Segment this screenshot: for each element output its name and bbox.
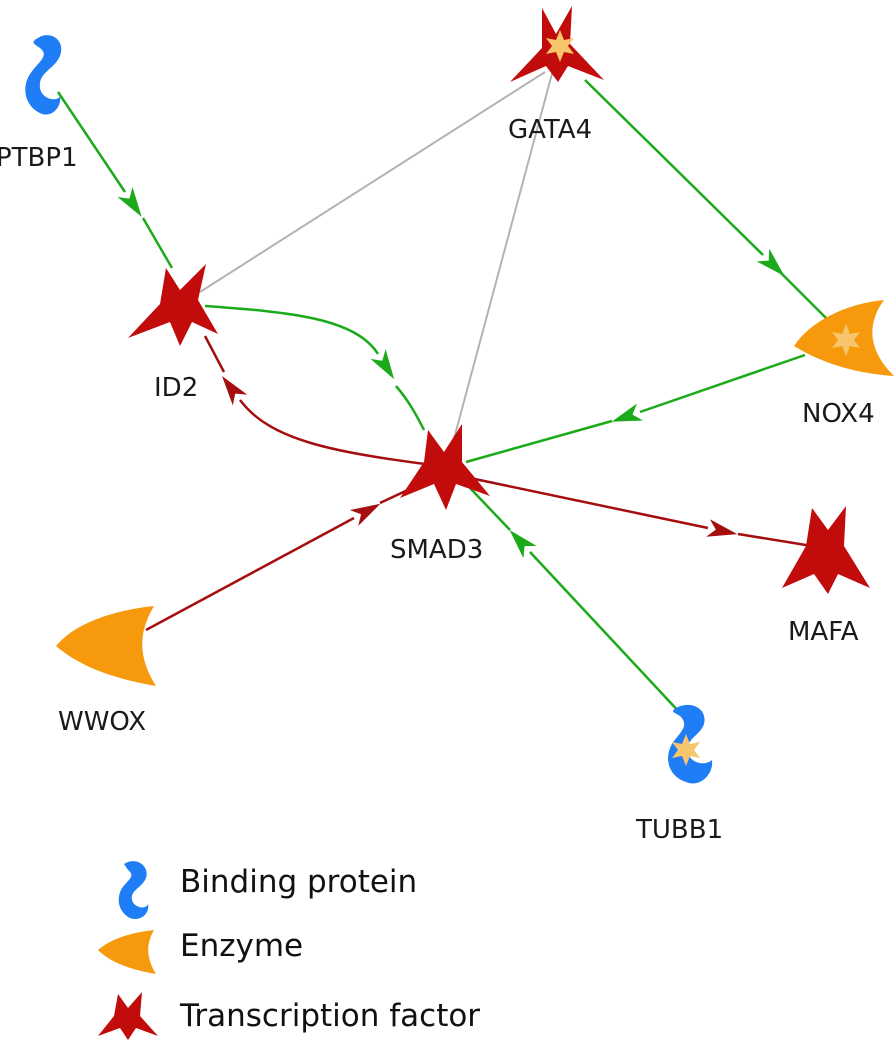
highlight-star-icon [546,30,574,62]
binding-protein-icon [118,861,149,920]
edge-smad3-mafa-tail [737,532,813,548]
legend: Binding protein Enzyme Transcription fac… [98,861,480,1040]
edge-smad3-mafa [469,476,738,537]
highlight-star-icon [832,324,860,356]
legend-label: Binding protein [180,864,417,900]
enzyme-icon [98,930,156,974]
node-label: PTBP1 [0,143,78,173]
legend-item-binding-protein: Binding protein [118,861,417,920]
edge-tubb1-smad3 [509,530,683,716]
legend-item-enzyme: Enzyme [98,928,303,974]
node-tubb1[interactable]: TUBB1 [635,704,723,845]
node-label: MAFA [788,617,859,647]
edge-nox4-smad3-tail [465,419,613,464]
transcription-factor-icon [98,992,158,1040]
edge-smad3-id2 [221,376,441,468]
node-label: WWOX [58,707,146,737]
edge-gata4-nox4-tail [779,271,827,319]
node-smad3[interactable]: SMAD3 [390,424,490,565]
node-id2[interactable]: ID2 [128,264,218,403]
edge-id2-smad3-tail [395,385,426,431]
nodes: PTBP1 GATA4 ID2 NOX4 SMAD3 MAFA [0,6,894,845]
edges [56,69,827,716]
edge-smad3-id2-tail [203,335,226,373]
edge-gata4-id2 [199,71,546,293]
transcription-factor-icon [782,506,870,594]
edge-tubb1-smad3-tail [469,487,511,531]
edge-nox4-smad3 [611,353,806,422]
edge-wwox-smad3 [145,503,381,632]
highlight-star-icon [672,734,700,766]
binding-protein-icon [25,35,62,115]
edge-gata4-smad3 [451,69,554,447]
node-mafa[interactable]: MAFA [782,506,870,647]
edge-gata4-nox4 [584,79,785,277]
edge-id2-smad3 [204,304,395,380]
node-wwox[interactable]: WWOX [56,606,156,737]
node-label: NOX4 [802,399,875,429]
transcription-factor-icon [128,264,218,346]
edge-ptbp1-id2-tail [141,217,174,269]
binding-protein-icon [668,704,713,784]
legend-item-transcription-factor: Transcription factor [98,992,480,1040]
node-label: ID2 [154,373,198,403]
transcription-factor-icon [400,424,490,510]
edge-ptbp1-id2 [56,91,142,217]
enzyme-icon [56,606,156,686]
legend-label: Enzyme [180,928,303,964]
node-label: GATA4 [508,115,592,145]
node-ptbp1[interactable]: PTBP1 [0,35,78,173]
legend-label: Transcription factor [179,998,480,1034]
node-nox4[interactable]: NOX4 [794,300,894,429]
node-label: TUBB1 [635,815,723,845]
node-gata4[interactable]: GATA4 [508,6,604,145]
node-label: SMAD3 [390,535,483,565]
